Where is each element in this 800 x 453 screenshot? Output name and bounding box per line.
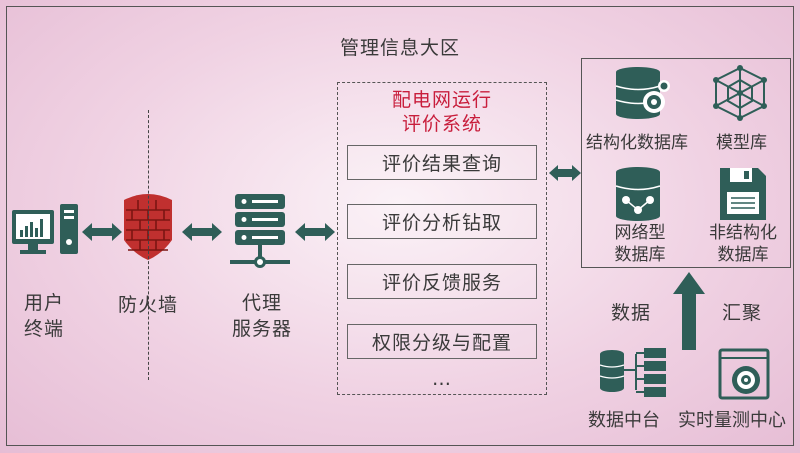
evaluation-system-title: 配电网运行 评价系统	[391, 89, 492, 135]
more-functions-ellipsis: …	[432, 368, 452, 390]
zone-title: 管理信息大区	[339, 37, 460, 59]
function-permission-box: 权限分级与配置	[347, 324, 537, 359]
function-feedback-box: 评价反馈服务	[347, 264, 537, 299]
measurement-center-label: 实时量测中心	[678, 410, 786, 431]
proxy-server-label: 代理 服务器	[231, 292, 292, 340]
model-library-icon	[713, 65, 767, 121]
measurement-center-icon	[718, 348, 770, 400]
bidirectional-arrow-icon	[549, 165, 581, 181]
unstructured-database-label: 非结构化 数据库	[709, 223, 777, 265]
database-group-frame	[581, 58, 791, 268]
bidirectional-arrow-icon	[295, 223, 335, 241]
data-label: 数据	[611, 302, 652, 324]
bidirectional-arrow-icon	[182, 223, 222, 241]
function-drilldown-box: 评价分析钻取	[347, 204, 537, 239]
data-platform-icon	[599, 348, 666, 397]
zone-frame	[6, 6, 794, 446]
network-database-label: 网络型 数据库	[614, 223, 666, 265]
aggregate-label: 汇聚	[722, 302, 763, 324]
firewall-boundary-line	[148, 110, 149, 380]
function-query-box: 评价结果查询	[347, 145, 537, 180]
bidirectional-arrow-icon	[82, 223, 122, 241]
computer-icon	[12, 204, 78, 254]
firewall-label: 防火墙	[117, 294, 178, 316]
floppy-disk-icon	[720, 168, 766, 220]
server-icon	[230, 194, 290, 268]
model-library-label: 模型库	[716, 133, 767, 153]
evaluation-system-box	[337, 82, 547, 395]
structured-database-icon	[615, 67, 670, 119]
user-terminal-label: 用户 终端	[23, 292, 64, 340]
up-arrow-icon	[673, 272, 705, 350]
data-platform-label: 数据中台	[588, 410, 660, 431]
structured-database-label: 结构化数据库	[586, 133, 688, 153]
network-database-icon	[615, 167, 661, 221]
